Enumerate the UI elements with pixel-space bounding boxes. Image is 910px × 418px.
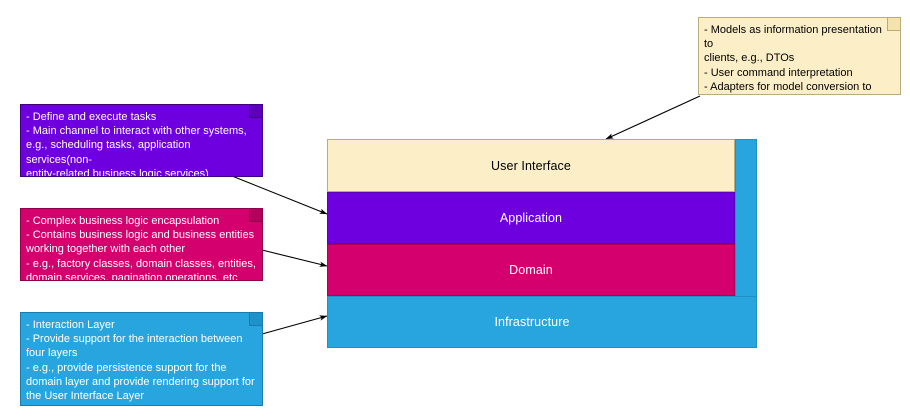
layer-application[interactable]: Application	[327, 192, 735, 244]
infrastructure-backing-panel	[735, 139, 757, 348]
note-line: the User Interface Layer	[26, 390, 145, 403]
note-line: - e.g., factory classes, domain classes,…	[26, 257, 256, 270]
note-line: clients, e.g., DTOs	[704, 52, 795, 65]
page-fold-icon	[249, 209, 262, 222]
page-fold-icon	[249, 313, 262, 326]
note-line: domain layer and provide rendering suppo…	[26, 375, 255, 388]
layer-application-label: Application	[499, 211, 563, 225]
note-infrastructure[interactable]: - Interaction Layer - Provide support fo…	[20, 312, 263, 406]
note-line: - e.g., provide persistence support for …	[26, 361, 227, 374]
note-line: e.g., scheduling tasks, application serv…	[26, 139, 191, 166]
note-line: - User command interpretation	[704, 66, 853, 79]
page-fold-icon	[887, 18, 900, 31]
note-line: - Adapters for model conversion to	[704, 80, 872, 93]
note-line: - Complex business logic encapsulation	[26, 215, 220, 227]
domain-connector	[261, 249, 328, 267]
note-line: - Main channel to interact with other sy…	[26, 125, 247, 138]
note-line: - Interaction Layer	[26, 319, 115, 331]
layer-domain[interactable]: Domain	[327, 244, 735, 296]
layer-infrastructure-label: Infrastructure	[494, 315, 570, 329]
note-line: four layers	[26, 347, 78, 360]
note-line: working together with each other	[26, 243, 185, 256]
note-line: - Provide support for the interaction be…	[26, 333, 243, 346]
note-line: entity-related business logic services)	[26, 167, 209, 177]
note-domain[interactable]: - Complex business logic encapsulation -…	[20, 208, 263, 281]
page-fold-icon	[249, 105, 262, 118]
note-line: - Models as information presentation to	[704, 24, 882, 51]
layer-infrastructure[interactable]: Infrastructure	[327, 296, 757, 348]
infra-connector	[261, 315, 328, 335]
note-line: domain services, pagination operations, …	[26, 271, 238, 281]
ui-connector	[605, 95, 701, 140]
layer-user-interface[interactable]: User Interface	[327, 139, 735, 192]
note-line: - Define and execute tasks	[26, 111, 157, 123]
note-application[interactable]: - Define and execute tasks - Main channe…	[20, 104, 263, 177]
note-user-interface[interactable]: - Models as information presentation to …	[698, 17, 901, 95]
note-line: avoid exposing entity structure	[704, 94, 894, 95]
note-line: - Contains business logic and business e…	[26, 229, 255, 242]
layer-domain-label: Domain	[509, 263, 553, 277]
layer-user-interface-label: User Interface	[491, 158, 571, 173]
